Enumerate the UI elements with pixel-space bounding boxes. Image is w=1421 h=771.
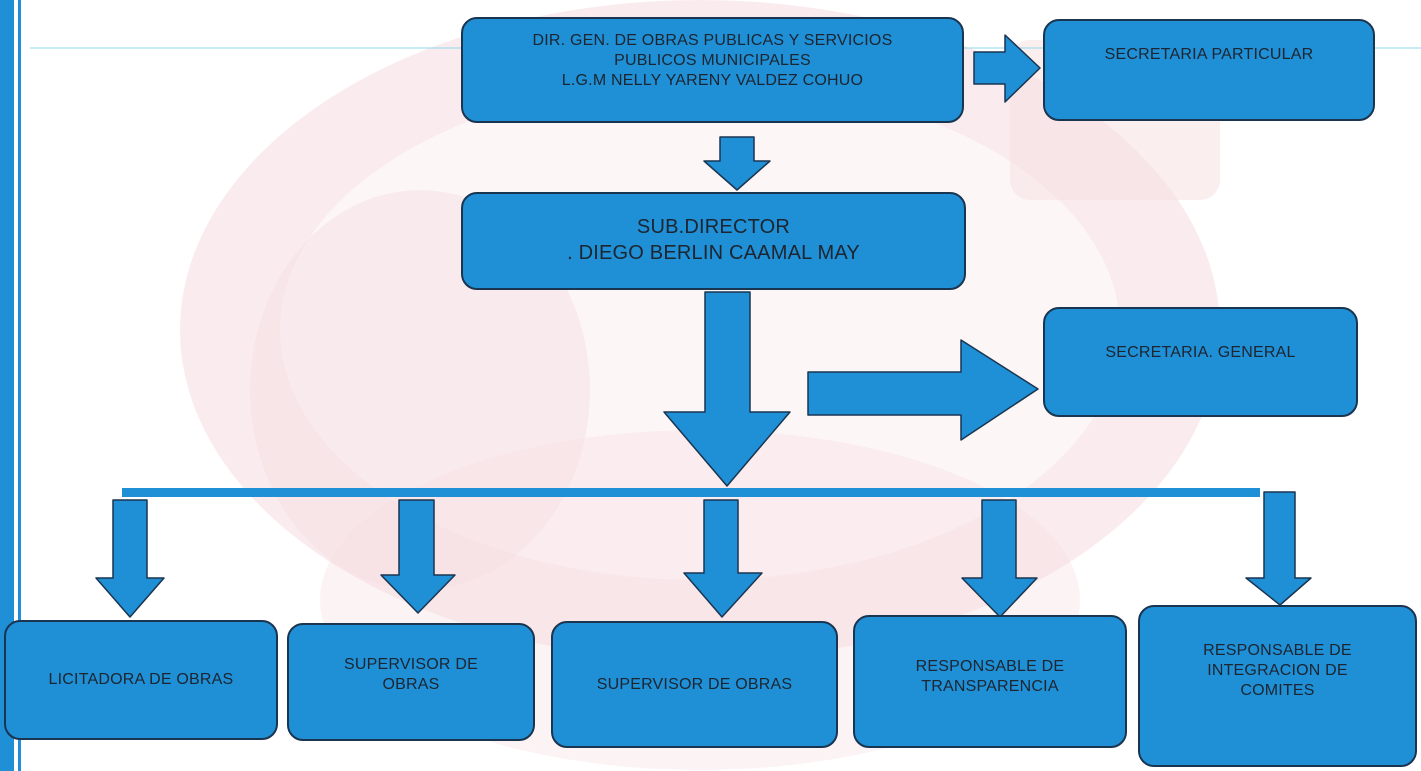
distribution-line <box>122 488 1260 497</box>
private-secretary-box: SECRETARIA PARTICULAR <box>1043 19 1375 121</box>
unit-box-licitadora: LICITADORA DE OBRAS <box>4 620 278 740</box>
director-box: DIR. GEN. DE OBRAS PUBLICAS Y SERVICIOS … <box>461 17 964 123</box>
director-title-line1: DIR. GEN. DE OBRAS PUBLICAS Y SERVICIOS <box>532 32 893 49</box>
unit-label-line1: SUPERVISOR DE <box>344 656 478 673</box>
arrow-down-unit-4 <box>961 499 1038 618</box>
subdirector-name: . DIEGO BERLIN CAAMAL MAY <box>567 242 860 264</box>
unit-label-line3: COMITES <box>1240 682 1315 699</box>
margin-bar-inner <box>18 0 21 771</box>
unit-label: LICITADORA DE OBRAS <box>48 671 234 688</box>
general-secretary-box: SECRETARIA. GENERAL <box>1043 307 1358 417</box>
subdirector-box: SUB.DIRECTOR . DIEGO BERLIN CAAMAL MAY <box>461 192 966 290</box>
arrow-down-to-subdirector <box>703 136 771 191</box>
unit-box-supervisor-1: SUPERVISOR DE OBRAS <box>287 623 535 741</box>
unit-label: SUPERVISOR DE OBRAS <box>596 675 793 693</box>
arrow-down-unit-1 <box>95 499 165 618</box>
director-name: L.G.M NELLY YARENY VALDEZ COHUO <box>561 72 864 89</box>
private-secretary-label: SECRETARIA PARTICULAR <box>1104 46 1314 63</box>
arrow-down-unit-5 <box>1245 491 1312 606</box>
arrow-down-unit-2 <box>380 499 456 614</box>
subdirector-title: SUB.DIRECTOR <box>636 216 791 238</box>
margin-bar <box>0 0 14 771</box>
arrow-right-to-general-secretary <box>807 339 1039 441</box>
director-title-line2: PUBLICOS MUNICIPALES <box>614 52 811 69</box>
arrow-right-to-private-secretary <box>973 34 1041 103</box>
unit-label-line2: TRANSPARENCIA <box>921 678 1059 695</box>
unit-label-line2: OBRAS <box>382 676 440 693</box>
arrow-down-unit-3 <box>683 499 763 618</box>
general-secretary-label: SECRETARIA. GENERAL <box>1105 344 1296 361</box>
unit-box-transparencia: RESPONSABLE DE TRANSPARENCIA <box>853 615 1127 748</box>
unit-box-comites: RESPONSABLE DE INTEGRACION DE COMITES <box>1138 605 1417 767</box>
unit-label-line1: RESPONSABLE DE <box>915 658 1065 675</box>
unit-box-supervisor-2: SUPERVISOR DE OBRAS <box>551 621 838 748</box>
unit-label-line2: INTEGRACION DE <box>1207 662 1348 679</box>
unit-label-line1: RESPONSABLE DE <box>1203 642 1352 659</box>
arrow-down-to-units <box>663 291 791 487</box>
